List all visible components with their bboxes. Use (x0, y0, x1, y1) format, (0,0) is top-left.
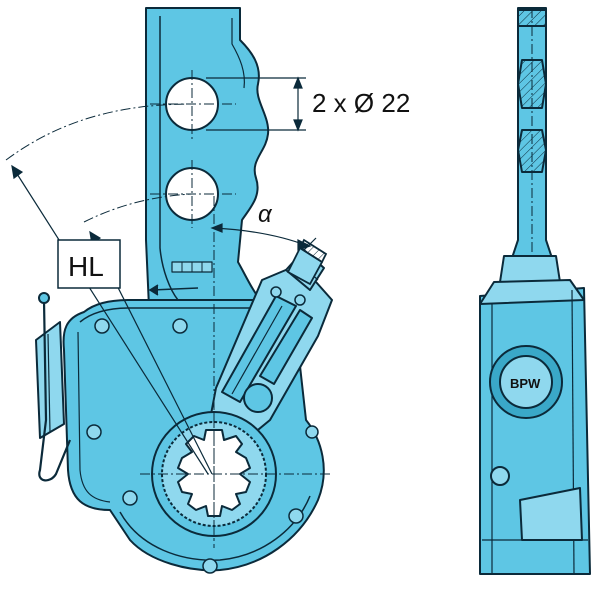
side-body-top (479, 279, 585, 305)
side-lever-hatch-3 (517, 129, 547, 173)
screw-icon (288, 508, 304, 524)
housing-boss (243, 383, 273, 413)
screw-icon (270, 286, 282, 298)
front-view (35, 7, 333, 572)
side-plate-edge (47, 333, 51, 433)
worm-slot-2 (259, 309, 313, 385)
hole-size-callout: 2 x Ø 22 (312, 88, 410, 118)
side-lower-plate (519, 487, 583, 541)
screw-icon (305, 425, 319, 439)
side-logo-text: BPW (510, 376, 541, 391)
lever-arm (145, 7, 270, 331)
screw-icon (94, 318, 110, 334)
clip-spring (38, 299, 72, 482)
screw-icon (294, 294, 306, 306)
side-view (479, 7, 591, 575)
screws (86, 286, 319, 574)
housing-top-edge (79, 307, 260, 323)
side-collar (499, 255, 561, 283)
clip-spring-head (38, 292, 50, 304)
housing-inner-edge (77, 331, 111, 503)
hole-dimension (206, 76, 306, 132)
screw-icon (86, 424, 102, 440)
housing-lower-bulge (119, 495, 311, 561)
adjuster-stem (286, 238, 328, 286)
worm-slot-outer (221, 295, 297, 403)
side-grease-nipple (490, 466, 510, 486)
centre-lines (5, 70, 330, 548)
angle-label: α (258, 201, 273, 228)
lever-arm-inner-edge-right (231, 18, 245, 89)
worm-slot-inner (231, 305, 283, 395)
screw-icon (202, 558, 218, 574)
lever-arm-inner-edge (159, 16, 179, 301)
side-plate (35, 321, 65, 439)
lever-length-label: HL (68, 251, 104, 282)
side-logo-inner (499, 355, 553, 409)
screw-icon (122, 490, 138, 506)
lever-length-box (57, 239, 121, 289)
screw-icon (172, 318, 188, 334)
rotation-arrow (148, 284, 199, 296)
